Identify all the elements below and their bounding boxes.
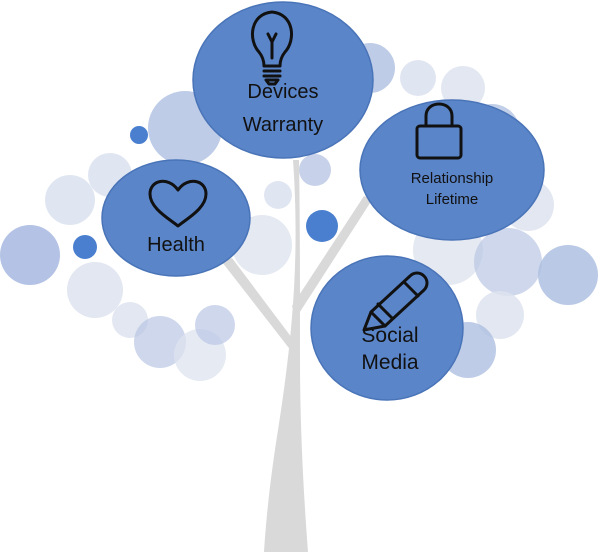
node-label-line2: Media <box>361 351 419 374</box>
bubble <box>134 316 186 368</box>
lightbulb-icon <box>251 10 293 86</box>
bubble <box>45 175 95 225</box>
node-social-media: Social Media <box>310 255 464 401</box>
bubble <box>476 291 524 339</box>
bubble <box>400 60 436 96</box>
pencil-icon <box>362 271 429 332</box>
node-relationship-lifetime: Relationship Lifetime <box>359 99 545 241</box>
node-circle <box>359 99 545 241</box>
bubble <box>73 235 97 259</box>
branch-right <box>292 196 372 318</box>
bubble <box>299 154 331 186</box>
trunk <box>264 160 308 552</box>
branch-left <box>222 258 298 352</box>
bubble <box>130 126 148 144</box>
node-label-line1: Devices <box>247 81 318 103</box>
bubble <box>441 66 485 110</box>
bubble <box>538 245 598 305</box>
node-circle <box>310 255 464 401</box>
bubble <box>474 228 542 296</box>
node-devices-warranty: Devices Warranty <box>192 1 374 159</box>
node-circle <box>192 1 374 159</box>
node-label-line1: Social <box>361 324 418 347</box>
background-bubbles <box>0 24 598 381</box>
node-health: Health <box>101 159 251 277</box>
heart-icon <box>148 179 208 228</box>
bubble <box>306 210 338 242</box>
tree-trunk <box>222 160 372 552</box>
bubble <box>67 262 123 318</box>
padlock-icon <box>415 102 463 160</box>
bubble <box>0 225 60 285</box>
bubble <box>264 181 292 209</box>
node-label-line1: Health <box>147 234 205 256</box>
node-label-line2: Lifetime <box>426 191 479 208</box>
node-label-line1: Relationship <box>411 170 494 187</box>
node-circle <box>101 159 251 277</box>
bubble <box>195 305 235 345</box>
node-label-line2: Warranty <box>243 114 323 136</box>
